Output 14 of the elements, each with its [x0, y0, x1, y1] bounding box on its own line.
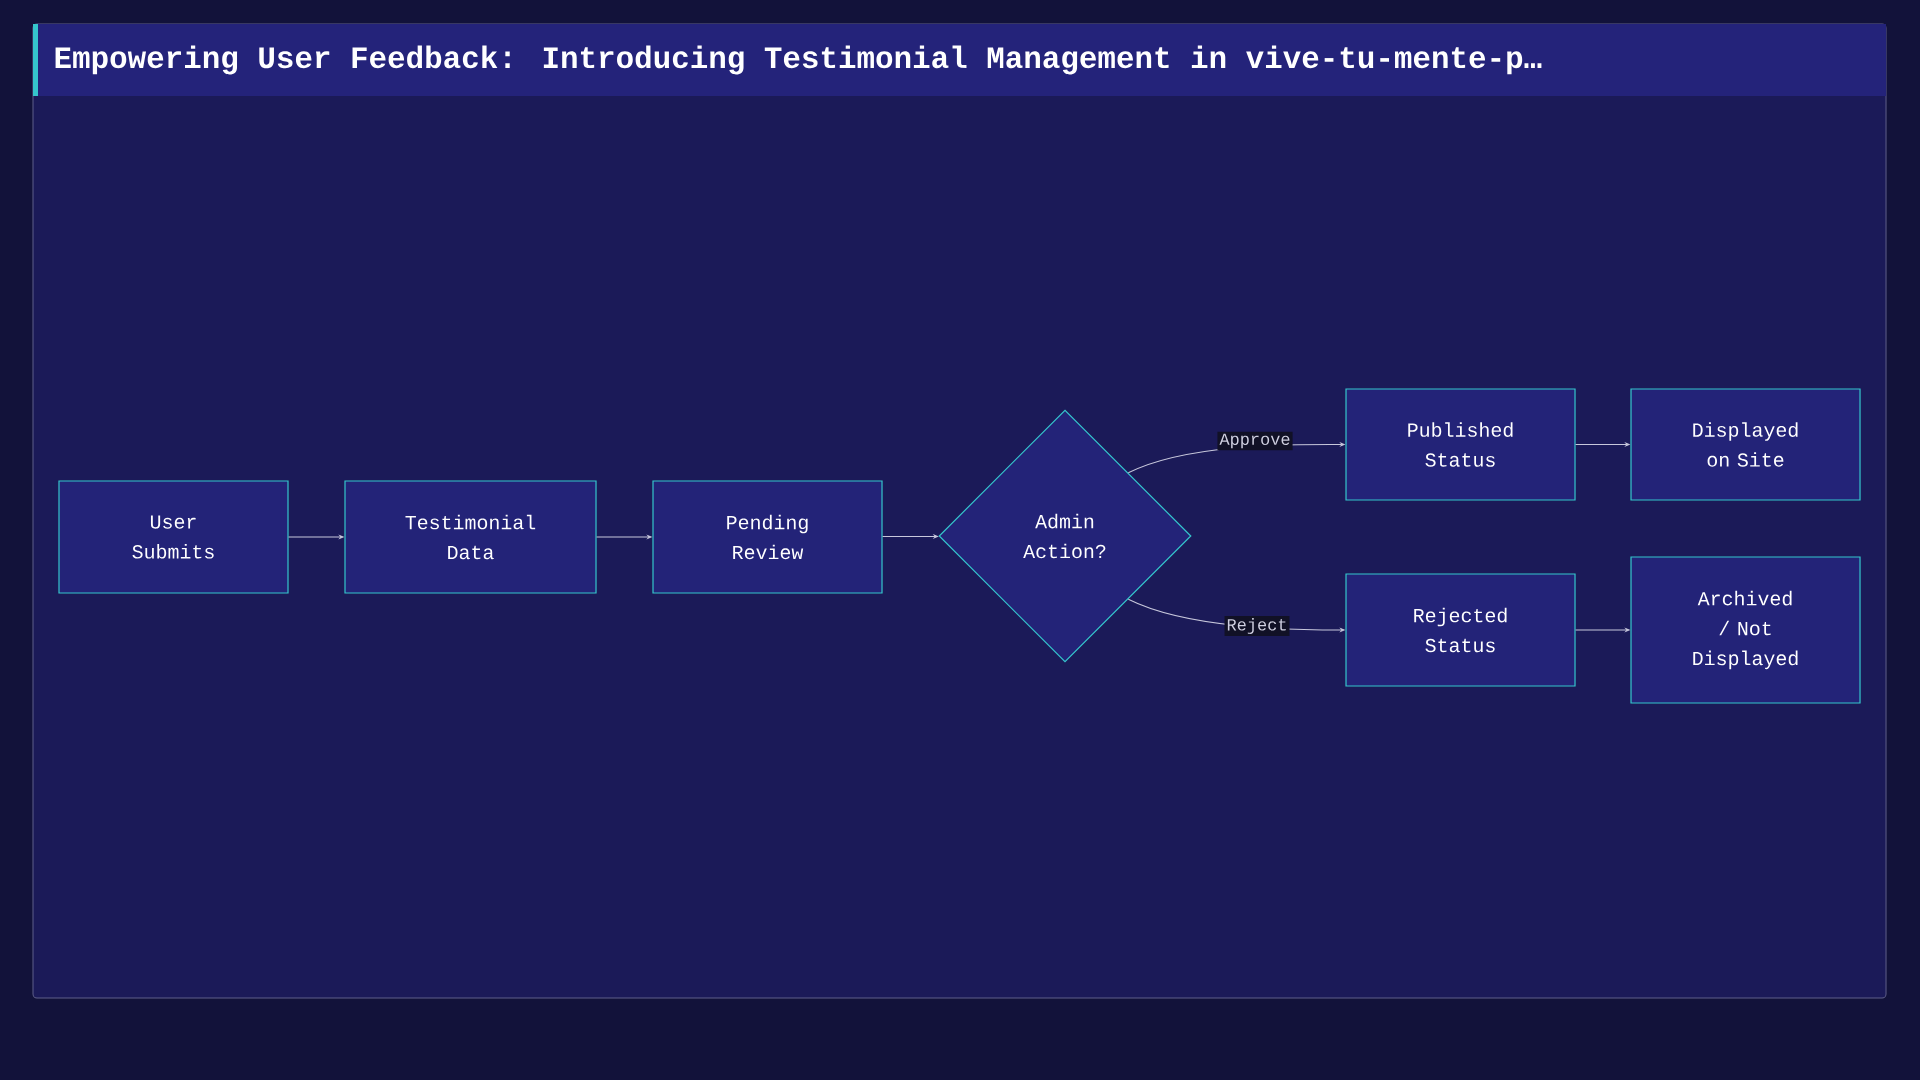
arrow — [288, 535, 344, 539]
process-box: Displayed on Site — [1630, 388, 1861, 501]
process-box: Rejected Status — [1345, 573, 1576, 687]
process-box: Pending Review — [652, 480, 883, 594]
arrow — [1575, 442, 1630, 447]
arrow — [1575, 628, 1630, 632]
arrow — [882, 534, 938, 539]
process-box: User Submits — [58, 480, 289, 594]
edge-label: Reject — [1224, 616, 1290, 636]
arrow — [596, 535, 652, 539]
process-box: Published Status — [1345, 388, 1576, 501]
process-box: Archived / Not Displayed — [1630, 556, 1861, 704]
title-bar: Empowering User Feedback: Introducing Testimonial Management in vive-tu-mente-p… — [33, 24, 1886, 96]
process-box: Testimonial Data — [344, 480, 597, 594]
